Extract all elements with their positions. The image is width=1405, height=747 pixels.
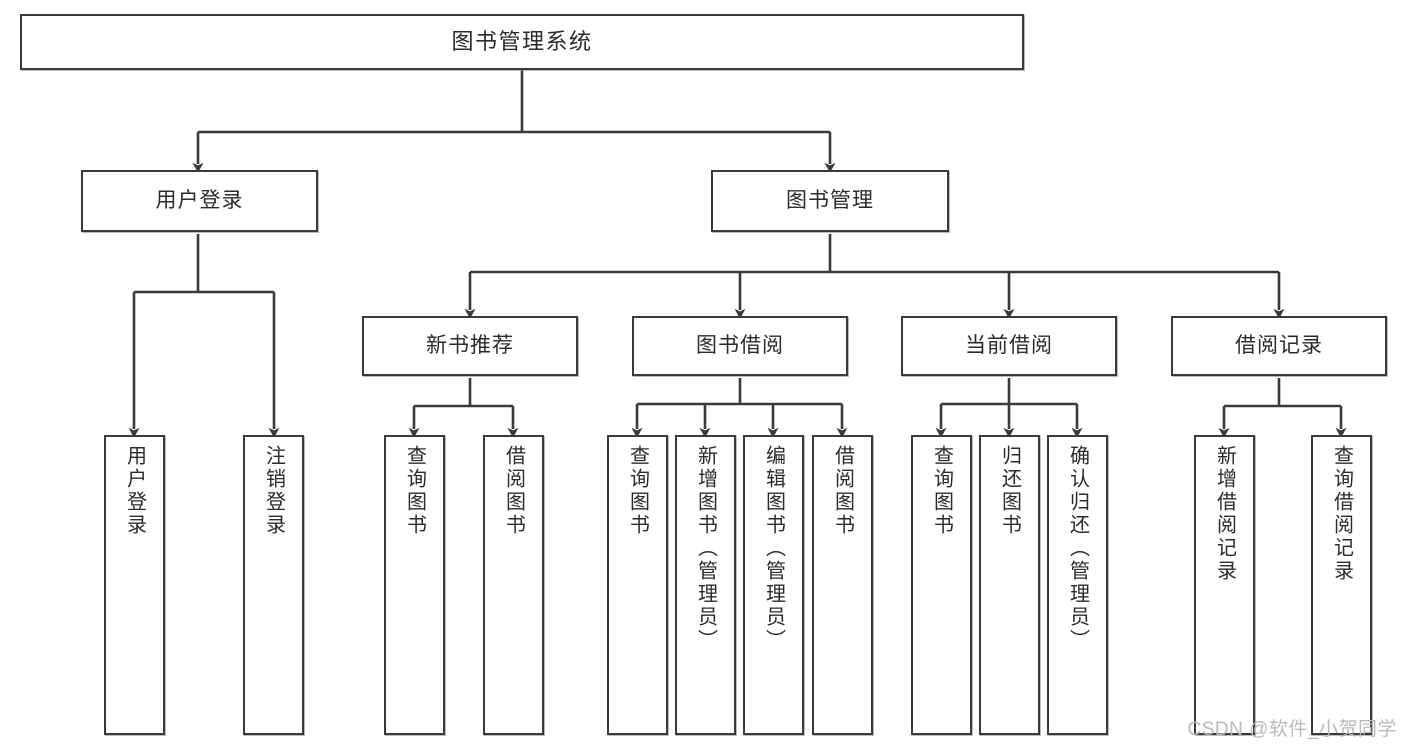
node-label: 新增借阅记录: [1213, 445, 1236, 583]
node-label: 图书管理: [786, 188, 874, 212]
node-user-login[interactable]: 用户登录: [81, 170, 318, 232]
node-book-borrow[interactable]: 图书借阅: [632, 316, 848, 376]
node-root-system[interactable]: 图书管理系统: [20, 14, 1024, 70]
leaf-add-book-admin[interactable]: 新增图书（管理员）: [675, 435, 736, 735]
node-label: 确认归还（管理员）: [1066, 445, 1089, 652]
node-label: 借阅图书: [831, 445, 854, 537]
leaf-edit-book-admin[interactable]: 编辑图书（管理员）: [743, 435, 804, 735]
leaf-borrow-book[interactable]: 借阅图书: [812, 435, 873, 735]
node-label: 用户登录: [155, 188, 244, 212]
node-label: 新书推荐: [426, 333, 514, 357]
leaf-query-book-current[interactable]: 查询图书: [911, 435, 972, 735]
leaf-confirm-return-admin[interactable]: 确认归还（管理员）: [1047, 435, 1108, 735]
node-book-management[interactable]: 图书管理: [711, 170, 949, 232]
node-label: 图书借阅: [696, 333, 784, 357]
node-label: 借阅图书: [502, 445, 525, 537]
node-label: 查询图书: [403, 445, 426, 537]
node-current-borrow[interactable]: 当前借阅: [901, 316, 1117, 376]
node-label: 归还图书: [998, 445, 1021, 537]
leaf-query-book-new[interactable]: 查询图书: [384, 435, 445, 735]
node-label: 借阅记录: [1235, 333, 1323, 357]
leaf-return-book[interactable]: 归还图书: [979, 435, 1040, 735]
node-label: 查询图书: [626, 445, 649, 537]
leaf-user-logout[interactable]: 注销登录: [243, 435, 304, 735]
leaf-query-book-borrow[interactable]: 查询图书: [607, 435, 668, 735]
leaf-user-login[interactable]: 用户登录: [104, 435, 165, 735]
node-label: 当前借阅: [965, 333, 1053, 357]
leaf-add-borrow-record[interactable]: 新增借阅记录: [1194, 435, 1255, 735]
node-new-book-recommend[interactable]: 新书推荐: [362, 316, 578, 376]
node-label: 编辑图书（管理员）: [762, 445, 785, 652]
node-label: 图书管理系统: [451, 29, 593, 55]
node-label: 查询借阅记录: [1330, 445, 1353, 583]
node-label: 查询图书: [930, 445, 953, 537]
watermark: CSDN @软件_小贺同学: [1187, 719, 1397, 740]
leaf-borrow-book-new[interactable]: 借阅图书: [483, 435, 544, 735]
leaf-query-borrow-record[interactable]: 查询借阅记录: [1311, 435, 1372, 735]
node-borrow-record[interactable]: 借阅记录: [1171, 316, 1387, 376]
node-label: 新增图书（管理员）: [694, 445, 717, 652]
node-label: 用户登录: [123, 445, 146, 537]
node-label: 注销登录: [262, 445, 285, 537]
